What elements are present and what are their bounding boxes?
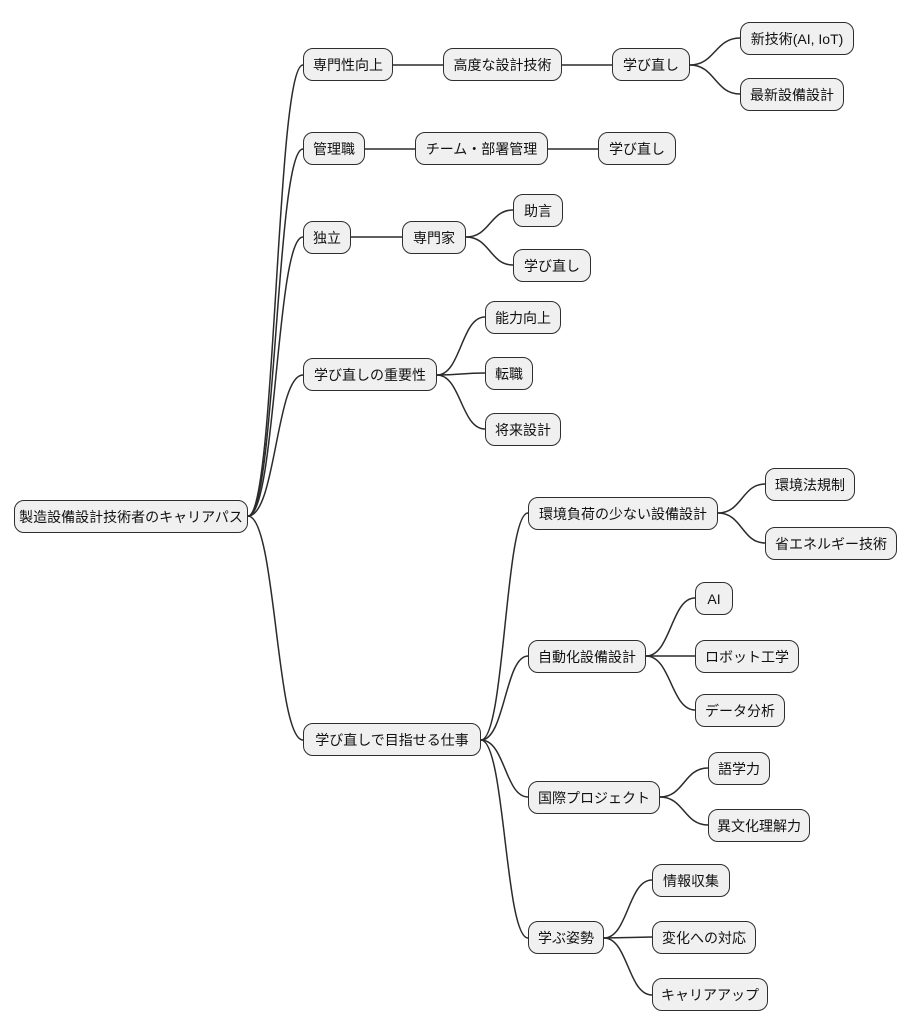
node-advice: 助言	[513, 194, 563, 227]
edge-jobs-learning-attitude	[480, 739, 529, 939]
node-job-change: 転職	[485, 357, 533, 390]
node-management: 管理職	[303, 132, 365, 165]
edge-importance-job-change	[436, 372, 486, 376]
node-robotics: ロボット工学	[695, 640, 799, 673]
node-career-up: キャリアアップ	[652, 978, 768, 1011]
edge-automation-data-analysis	[645, 655, 696, 711]
node-energy-saving: 省エネルギー技術	[765, 527, 897, 560]
node-advanced-design: 高度な設計技術	[443, 48, 562, 81]
node-automation-design: 自動化設備設計	[528, 640, 646, 673]
edge-expert-advice	[465, 209, 514, 238]
node-adapt-to-change: 変化への対応	[652, 921, 756, 954]
edge-root-management	[247, 148, 304, 517]
edge-intl-language-skills	[659, 767, 709, 798]
edge-eco-energy-saving	[717, 512, 766, 544]
edge-importance-skill-up	[436, 316, 486, 376]
node-specialization: 専門性向上	[303, 48, 393, 81]
node-learning-attitude: 学ぶ姿勢	[528, 921, 604, 954]
node-relearning-3: 学び直し	[513, 249, 591, 282]
node-new-tech: 新技術(AI, IoT)	[740, 22, 854, 55]
node-root: 製造設備設計技術者のキャリアパス	[14, 500, 248, 533]
node-relearning-importance: 学び直しの重要性	[303, 358, 437, 391]
node-expert: 専門家	[402, 221, 466, 254]
edge-intl-cross-cultural	[659, 796, 709, 826]
node-relearning-2: 学び直し	[598, 132, 676, 165]
edge-root-specialization	[247, 64, 304, 517]
node-info-gathering: 情報収集	[652, 864, 730, 897]
edge-attitude-career-up	[603, 937, 653, 996]
edge-importance-future-planning	[436, 374, 486, 430]
node-jobs-via-relearning: 学び直しで目指せる仕事	[303, 723, 481, 756]
edge-jobs-eco-equipment-design	[480, 512, 529, 741]
node-latest-equipment: 最新設備設計	[740, 78, 844, 111]
edge-jobs-international-projects	[480, 739, 529, 798]
node-env-regulations: 環境法規制	[765, 468, 855, 501]
node-eco-equipment-design: 環境負荷の少ない設備設計	[528, 497, 718, 530]
node-relearning-1: 学び直し	[612, 48, 690, 81]
edge-expert-relearning-3	[465, 236, 514, 266]
edge-root-jobs-via-relearning	[247, 515, 304, 741]
node-future-planning: 将来設計	[485, 413, 561, 446]
edge-jobs-automation-design	[480, 655, 529, 741]
node-independence: 独立	[303, 221, 351, 254]
node-data-analysis: データ分析	[695, 694, 785, 727]
node-ai: AI	[695, 582, 733, 615]
edge-root-independence	[247, 236, 304, 517]
edge-relearning-1-new-tech	[689, 37, 741, 66]
edge-eco-env-regulations	[717, 483, 766, 514]
edge-attitude-adapt-to-change	[603, 936, 653, 939]
edge-automation-ai	[645, 597, 696, 657]
edge-attitude-info-gathering	[603, 879, 653, 939]
node-skill-up: 能力向上	[485, 301, 561, 334]
node-team-dept: チーム・部署管理	[415, 132, 548, 165]
node-cross-cultural: 異文化理解力	[708, 809, 810, 842]
edge-relearning-1-latest-equipment	[689, 64, 741, 95]
node-international-projects: 国際プロジェクト	[528, 781, 660, 814]
edge-root-relearning-importance	[247, 374, 304, 517]
node-language-skills: 語学力	[708, 752, 770, 785]
